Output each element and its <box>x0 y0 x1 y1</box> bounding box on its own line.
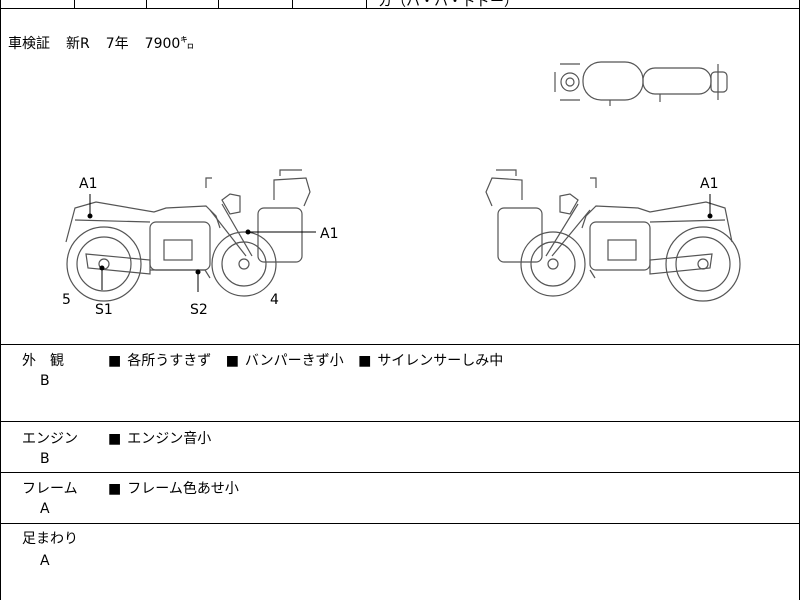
frame-notes: ■ フレーム色あせ小 <box>108 478 249 498</box>
left-view-motorcycle <box>65 169 311 302</box>
note-item: サイレンサーしみ中 <box>377 353 504 369</box>
section-divider <box>0 344 800 345</box>
label-4: 4 <box>270 292 279 308</box>
note-item: フレーム色あせ小 <box>127 481 239 497</box>
section-divider <box>0 523 800 524</box>
note-item: 各所うすきず <box>127 353 212 369</box>
top-table-divider <box>366 0 367 9</box>
inspection-label: 車検証 <box>8 36 50 52</box>
bullet-square-icon: ■ <box>108 431 122 447</box>
inspection-mileage: 7900㌔ <box>144 36 195 52</box>
label-s1: S1 <box>95 302 113 318</box>
label-a1-top-left: A1 <box>79 176 98 192</box>
top-table-divider <box>146 0 147 9</box>
frame-label: フレーム <box>22 481 78 497</box>
engine-notes: ■ エンジン音小 <box>108 428 221 448</box>
top-table-divider <box>218 0 219 9</box>
inspection-years: 7年 <box>105 36 129 52</box>
suspension-label: 足まわり <box>22 531 78 547</box>
inspection-type: 新R <box>66 36 90 52</box>
suspension-grade: A <box>40 553 50 569</box>
top-table-divider <box>292 0 293 9</box>
bullet-square-icon: ■ <box>108 353 122 369</box>
engine-label: エンジン <box>22 431 78 447</box>
motorcycle-diagram <box>65 61 741 302</box>
damage-diagram: A1 A1 5 S1 S2 4 A1 <box>0 60 800 340</box>
exterior-label: 外 観 <box>22 353 64 369</box>
inspection-info: 車検証新R 7年 7900㌔ <box>8 33 194 53</box>
top-view-motorcycle <box>554 61 728 106</box>
section-divider <box>0 472 800 473</box>
exterior-grade: B <box>40 373 50 389</box>
frame-grade: A <box>40 501 50 517</box>
exterior-notes: ■ 各所うすきず ■ バンパーきず小 ■ サイレンサーしみ中 <box>108 350 513 370</box>
label-s2: S2 <box>190 302 208 318</box>
bullet-square-icon: ■ <box>108 481 122 497</box>
note-item: バンパーきず小 <box>244 353 344 369</box>
bullet-square-icon: ■ <box>358 353 372 369</box>
note-item: エンジン音小 <box>127 431 212 447</box>
top-partial-text: カ（ハ・ハ・ドドー） <box>378 0 518 10</box>
top-table-divider <box>74 0 75 9</box>
bullet-square-icon: ■ <box>225 353 239 369</box>
section-divider <box>0 421 800 422</box>
right-view-motorcycle <box>485 169 741 302</box>
left-border <box>0 0 1 600</box>
label-a1-right: A1 <box>700 176 719 192</box>
engine-grade: B <box>40 451 50 467</box>
label-5: 5 <box>62 292 71 308</box>
top-divider <box>0 8 800 9</box>
label-a1-side: A1 <box>320 226 339 242</box>
